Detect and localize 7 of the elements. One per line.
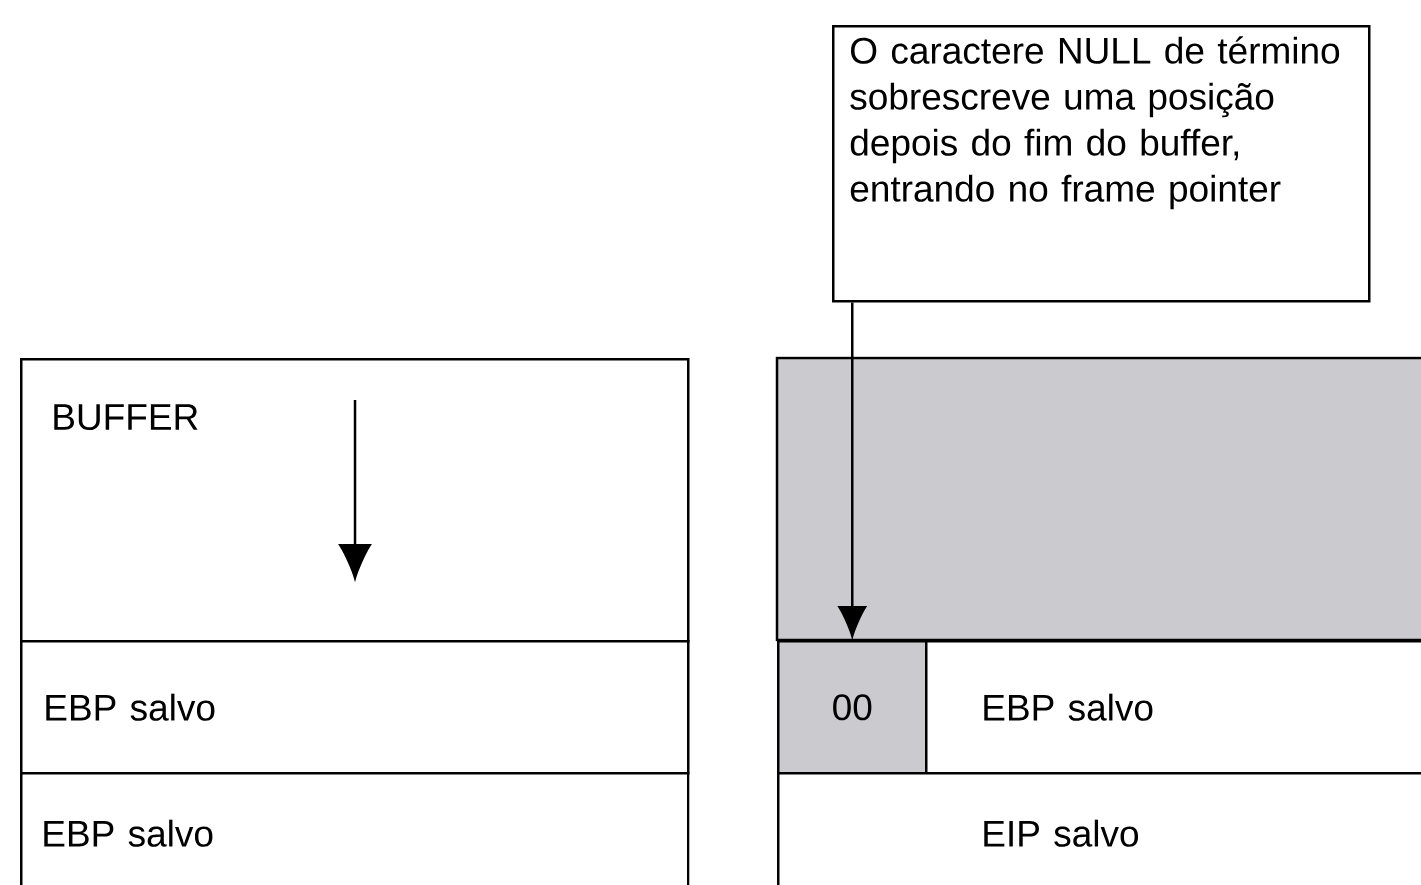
memory-cell: EBP salvo — [20, 640, 690, 775]
memory-cell: EBP salvo — [20, 772, 690, 885]
callout-box: O caractere NULL de término sobrescreve uma posição depois do fim do buffer, entrando no frame pointer — [832, 25, 1371, 303]
memory-cell: EIP salvo — [777, 772, 1421, 885]
memory-cell: 00 — [777, 640, 928, 775]
arrow — [838, 302, 867, 637]
memory-cell: EBP salvo — [925, 640, 1421, 775]
